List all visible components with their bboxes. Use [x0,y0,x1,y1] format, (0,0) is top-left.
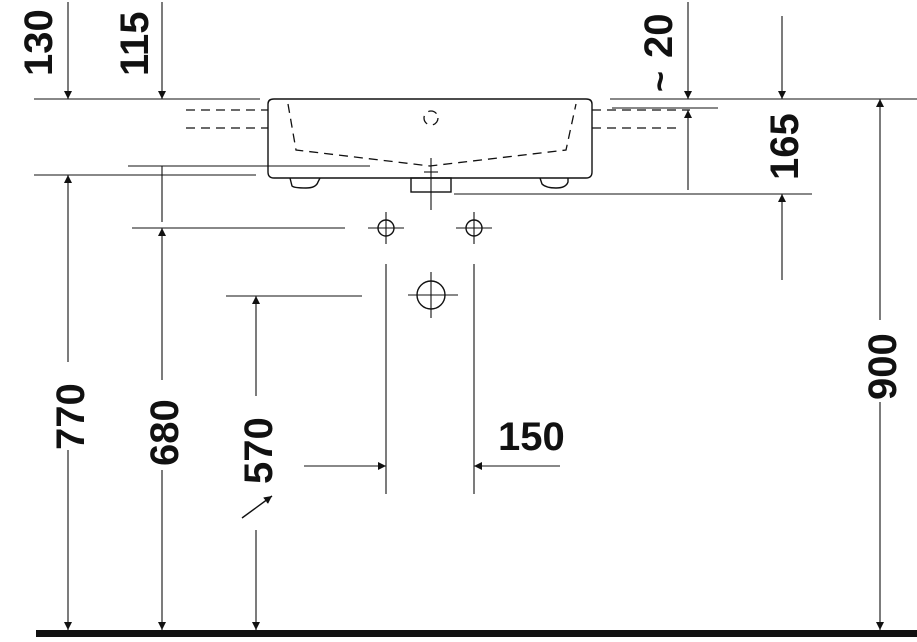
dimension-20-label: 20 [637,14,681,59]
dimension-115-label: 115 [113,11,157,76]
dimension-770-label: 770 [49,383,93,450]
dimension-900: 900 [861,99,905,630]
dimension-150: 150 [304,415,565,470]
dimension-20: 20 ~ [637,2,692,190]
dimension-680: 680 [143,166,187,630]
dimension-150-label: 150 [498,415,565,459]
dimension-115: 115 [113,2,166,99]
dimension-570: 570 [237,296,281,630]
floor-line [36,630,917,637]
dimension-130-label: 130 [17,9,61,76]
basin-foot-right [539,177,569,189]
dimension-900-label: 900 [861,333,905,400]
waste-connection [226,272,458,318]
dimension-20-approx-sign: ~ [639,71,680,92]
dimension-570-pointer-arrow [241,495,273,519]
water-supply-connections [132,212,492,244]
dimension-165: 165 [763,113,807,280]
dimension-570-label: 570 [237,417,281,484]
dimension-680-label: 680 [143,399,187,466]
dimension-165-label: 165 [763,113,807,180]
dimension-770: 770 [49,175,93,630]
washbasin-outline [186,98,718,210]
overflow-hole-icon [423,110,439,126]
dimension-130: 130 [17,2,72,99]
basin-foot-left [289,177,321,189]
